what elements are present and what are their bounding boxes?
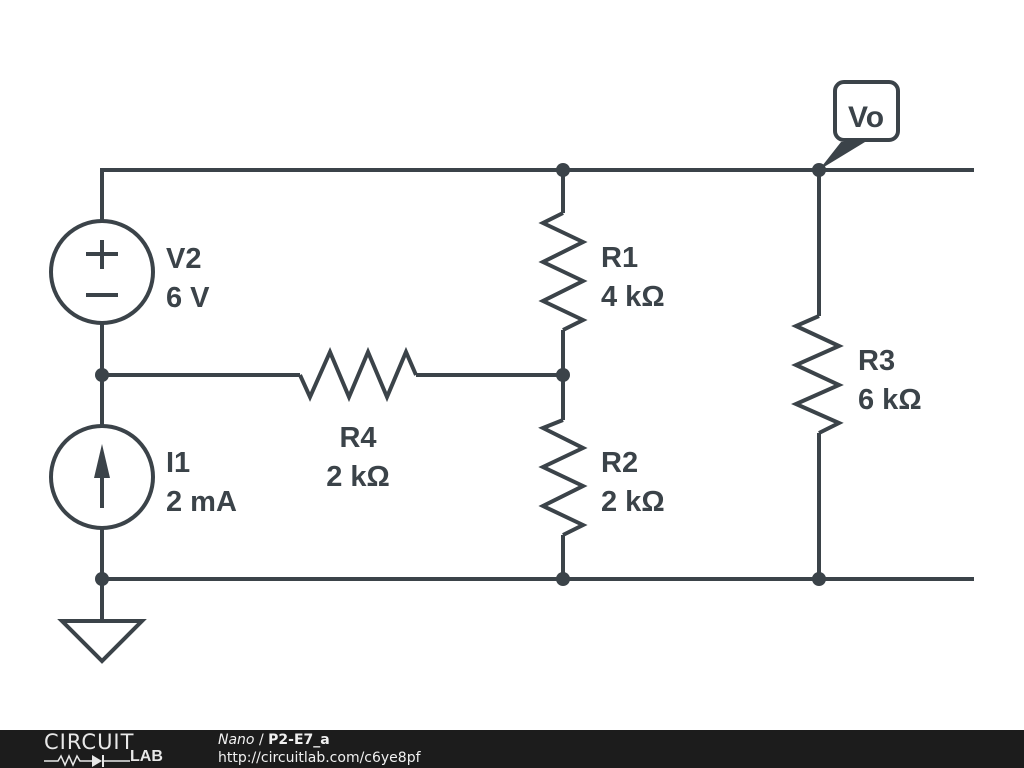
component-i1[interactable]: I1 2 mA [49, 424, 237, 530]
r3-value-label: 6 kΩ [858, 384, 922, 416]
ground-icon [57, 619, 147, 664]
ground [57, 619, 147, 664]
resistor-icon [538, 211, 588, 332]
current-source-icon [49, 424, 155, 530]
probe-label: Vo [848, 101, 884, 134]
junction-dot [556, 572, 570, 586]
r2-name-label: R2 [601, 447, 638, 479]
logo-text-lab: LAB [130, 748, 163, 765]
circuitlab-logo[interactable]: CIRCUIT LAB [44, 730, 174, 767]
voltage-source-icon [49, 219, 155, 325]
component-r2[interactable]: R2 2 kΩ [538, 418, 665, 537]
component-r4[interactable]: R4 2 kΩ [298, 346, 418, 493]
r1-value-label: 4 kΩ [601, 281, 665, 313]
resistor-icon [538, 418, 588, 537]
probe-pointer [819, 142, 865, 170]
circuit-title: P2-E7_a [268, 732, 330, 748]
circuit-url[interactable]: http://circuitlab.com/c6ye8pf [218, 750, 421, 766]
junction-dot [95, 368, 109, 382]
circuit-title-line: Nano / P2-E7_a [218, 731, 421, 749]
resistor-icon [791, 314, 844, 435]
i1-name-label: I1 [166, 447, 190, 479]
logo-text-circuit: CIRCUIT [44, 730, 135, 754]
v2-name-label: V2 [166, 243, 201, 275]
r3-name-label: R3 [858, 345, 895, 377]
wires [100, 168, 974, 620]
wire-top-rail [100, 168, 974, 220]
probe-label-box [833, 80, 900, 142]
junction-dot [812, 572, 826, 586]
circuit-meta: Nano / P2-E7_a http://circuitlab.com/c6y… [218, 731, 421, 767]
component-r3[interactable]: R3 6 kΩ [791, 314, 922, 435]
resistor-icon [298, 346, 418, 403]
i1-value-label: 2 mA [166, 486, 237, 518]
r4-value-label: 2 kΩ [326, 461, 390, 493]
r1-name-label: R1 [601, 242, 638, 274]
logo-resistor-diode-icon [44, 754, 130, 767]
component-r1[interactable]: R1 4 kΩ [538, 211, 665, 332]
probe-vo[interactable]: Vo [819, 80, 900, 170]
arrow-up-icon [94, 444, 110, 478]
footer-bar: CIRCUIT LAB Nano / P2-E7_a http://circui… [0, 730, 1024, 768]
component-v2[interactable]: V2 6 V [49, 219, 210, 325]
junction-dot [95, 572, 109, 586]
r4-name-label: R4 [339, 422, 376, 454]
author-name[interactable]: Nano [218, 732, 255, 748]
title-separator: / [254, 732, 269, 748]
junction-dot [556, 368, 570, 382]
junction-dot [556, 163, 570, 177]
v2-value-label: 6 V [166, 282, 210, 314]
r2-value-label: 2 kΩ [601, 486, 665, 518]
schematic-canvas: V2 6 V I1 2 mA R1 4 kΩ R2 2 kΩ R3 6 kΩ R… [49, 80, 974, 664]
